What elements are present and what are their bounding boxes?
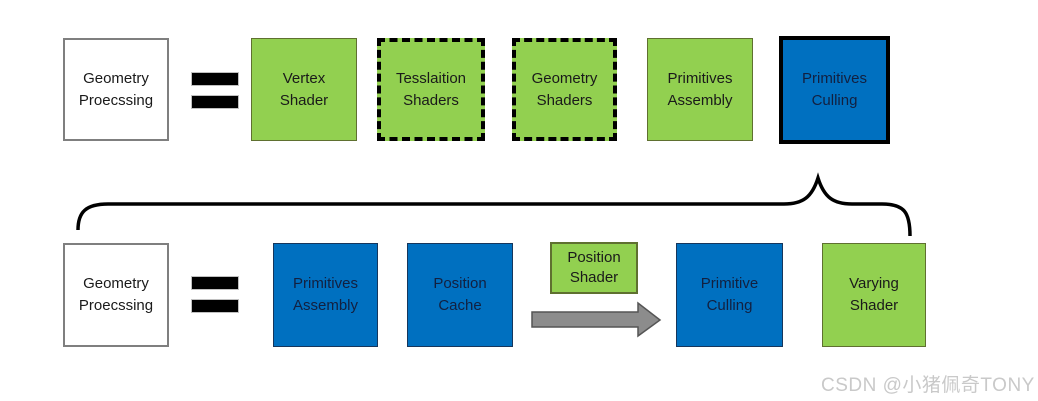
box-primitive-culling: Primitive Culling <box>676 243 783 347</box>
box-label-line1: Tesslaition <box>395 69 467 87</box>
box-label-line1: Primitive <box>700 275 759 292</box>
box-label-line2: Culling <box>811 92 858 109</box>
equals-bar-top <box>192 277 238 289</box>
box-label-line1: Geometry <box>531 69 598 87</box>
box-label-line2: Shaders <box>536 91 593 109</box>
box-label-line1: Primitives <box>292 275 358 292</box>
box-label-line2: Assembly <box>292 297 359 314</box>
box-primitives-culling: Primitives Culling <box>779 36 890 144</box>
box-label-line1: Vertex <box>282 69 326 87</box>
box-bottom-primitives-assembly: Primitives Assembly <box>273 243 378 347</box>
equals-bar-bottom <box>192 96 238 108</box>
equals-icon <box>192 73 238 108</box>
box-geometry-shaders: Geometry Shaders <box>512 38 617 141</box>
box-position-cache: Position Cache <box>407 243 513 347</box>
bottom-geometry-processing-box: Geometry Proecssing <box>63 243 169 347</box>
box-label-line1: Primitives <box>667 69 733 87</box>
box-label-line1: Geometry <box>83 69 149 87</box>
top-geometry-processing-box: Geometry Proecssing <box>63 38 169 141</box>
csdn-watermark: CSDN @小猪佩奇TONY <box>821 375 1035 396</box>
equals-bar-bottom <box>192 300 238 312</box>
curly-brace-icon <box>76 172 912 237</box>
box-label-line2: Cache <box>438 297 482 314</box>
box-label-line1: Primitives <box>801 70 867 87</box>
box-varying-shader: Varying Shader <box>822 243 926 347</box>
equals-bar-top <box>192 73 238 85</box>
box-label-line2: Assembly <box>667 91 733 109</box>
box-label-line2: Proecssing <box>78 297 154 314</box>
box-label-line2: Shader <box>849 297 899 314</box>
box-position-shader: Position Shader <box>550 242 638 294</box>
box-label-line2: Shader <box>279 91 329 109</box>
box-label-line1: Position <box>567 249 621 266</box>
equals-icon <box>192 277 238 312</box>
box-top-primitives-assembly: Primitives Assembly <box>647 38 753 141</box>
box-label-line1: Varying <box>849 275 899 292</box>
box-vertex-shader: Vertex Shader <box>251 38 357 141</box>
box-label-line2: Shader <box>569 269 619 286</box>
box-label-line2: Proecssing <box>78 91 154 109</box>
box-label-line1: Geometry <box>83 275 149 292</box>
right-arrow-icon <box>531 301 662 338</box>
box-label-line2: Shaders <box>403 91 459 109</box>
box-label-line2: Culling <box>706 297 753 314</box>
box-label-line1: Position <box>433 275 487 292</box>
box-tessellation-shaders: Tesslaition Shaders <box>377 38 485 141</box>
